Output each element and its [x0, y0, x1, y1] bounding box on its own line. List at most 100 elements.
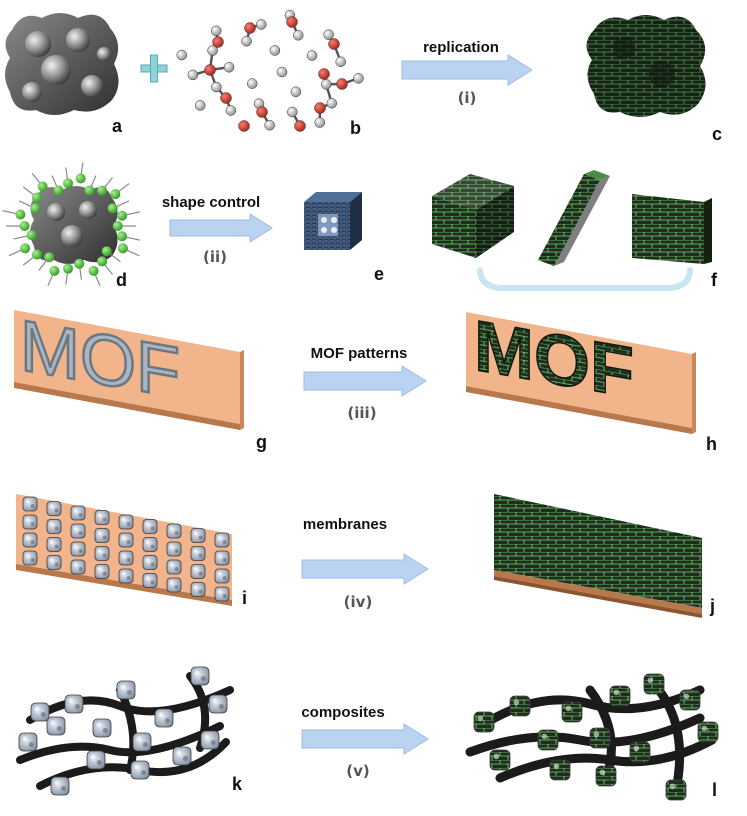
template-cube	[214, 550, 230, 566]
carbon-atom	[353, 73, 364, 84]
mof-cube	[509, 695, 531, 717]
arrow-icon	[301, 723, 429, 755]
step-label-shape-control: shape control	[162, 194, 260, 211]
nanoparticle	[37, 181, 48, 192]
template-cube	[46, 555, 62, 570]
mof-cube	[589, 727, 611, 749]
template-cube	[50, 776, 70, 796]
carbon-atom	[326, 98, 338, 109]
mof-cube	[697, 721, 719, 743]
template-cube	[86, 750, 106, 770]
oxygen-atom	[318, 68, 330, 80]
template-cube	[130, 760, 150, 780]
mof-cube	[537, 729, 559, 751]
template-cube	[190, 546, 206, 561]
step-numeral-iv: (iv)	[344, 593, 373, 611]
mof-cube	[679, 689, 701, 711]
template-cube	[18, 732, 38, 752]
carbon-atom	[276, 66, 288, 78]
template-cube	[200, 730, 220, 750]
nanoparticle	[97, 256, 108, 267]
nanoparticle	[63, 263, 74, 274]
template-cube	[92, 718, 112, 738]
nanoparticle	[44, 252, 55, 263]
nanoparticle	[15, 209, 26, 220]
template-cube	[118, 568, 134, 584]
template-cube	[214, 532, 230, 548]
nanoparticle	[107, 203, 118, 214]
panel-label-a: a	[112, 116, 123, 136]
oxygen-atom	[336, 78, 348, 90]
template-cube	[22, 514, 38, 530]
template-with-nanoparticles-d	[2, 162, 141, 287]
step-label-composites: composites	[301, 704, 384, 721]
arrow-icon	[303, 365, 427, 397]
mof-cube	[473, 711, 495, 733]
panel-label-g: g	[256, 432, 267, 452]
carbon-atom	[323, 29, 334, 40]
carbon-atom	[187, 69, 199, 81]
template-cube-a	[5, 13, 119, 115]
nanoparticle	[53, 185, 64, 196]
template-cube	[166, 541, 182, 557]
nanoparticle	[101, 246, 112, 257]
step-numeral-iii: (iii)	[347, 404, 376, 422]
nanoparticle	[26, 230, 37, 241]
carbon-atom	[264, 119, 275, 131]
template-cube	[118, 514, 134, 530]
nanoparticle	[117, 231, 128, 242]
arrow-icon	[169, 213, 273, 243]
carbon-atom	[211, 81, 222, 93]
nanoparticle	[49, 265, 60, 276]
fiber-template-composite-k	[16, 666, 234, 796]
panel-label-c: c	[712, 124, 722, 144]
template-cube	[70, 523, 86, 539]
template-cube	[166, 577, 182, 593]
nanoparticle	[112, 221, 123, 231]
step-label-replication: replication	[423, 39, 499, 56]
oxygen-atom	[238, 120, 250, 132]
nanoparticle	[31, 192, 42, 203]
template-cube	[118, 550, 134, 566]
panel-label-i: i	[242, 588, 247, 608]
oxygen-atom	[256, 106, 268, 118]
carbon-atom	[225, 105, 237, 116]
nanoparticle	[74, 258, 85, 269]
nanoparticle	[75, 173, 86, 184]
molecule-b	[176, 9, 364, 132]
mof-cube	[643, 673, 665, 695]
nanoparticle	[117, 243, 128, 254]
template-cube	[166, 559, 182, 575]
carbon-atom	[247, 78, 258, 89]
panel-label-j: j	[709, 596, 715, 616]
carbon-atom	[256, 19, 267, 30]
carbon-atom	[207, 45, 218, 56]
mof-cube	[629, 741, 651, 763]
pattern-substrate-h: MOF	[466, 304, 696, 434]
template-cube	[154, 708, 174, 728]
template-cube	[46, 519, 62, 534]
template-cube	[70, 505, 86, 521]
template-cube	[30, 702, 50, 722]
mof-replica-cube-c	[586, 15, 706, 117]
panel-label-h: h	[706, 434, 717, 454]
template-cube	[94, 564, 110, 579]
nanoparticle	[117, 210, 128, 221]
nanoparticle	[88, 265, 99, 276]
carbon-atom	[194, 100, 206, 111]
mof-cube-e	[304, 192, 362, 250]
template-cube	[142, 537, 158, 552]
template-cube	[166, 523, 182, 539]
mof-cube	[665, 779, 687, 801]
panel-label-e: e	[374, 264, 384, 284]
template-cube	[94, 510, 110, 525]
template-cube	[22, 496, 38, 512]
oxygen-atom	[286, 16, 298, 28]
template-cube	[22, 532, 38, 548]
mof-cube	[561, 701, 583, 723]
template-cube	[118, 532, 134, 548]
oxygen-atom	[204, 64, 216, 76]
nanoparticle	[19, 221, 30, 231]
plus-icon	[140, 54, 168, 83]
mof-membrane-j	[494, 494, 702, 618]
